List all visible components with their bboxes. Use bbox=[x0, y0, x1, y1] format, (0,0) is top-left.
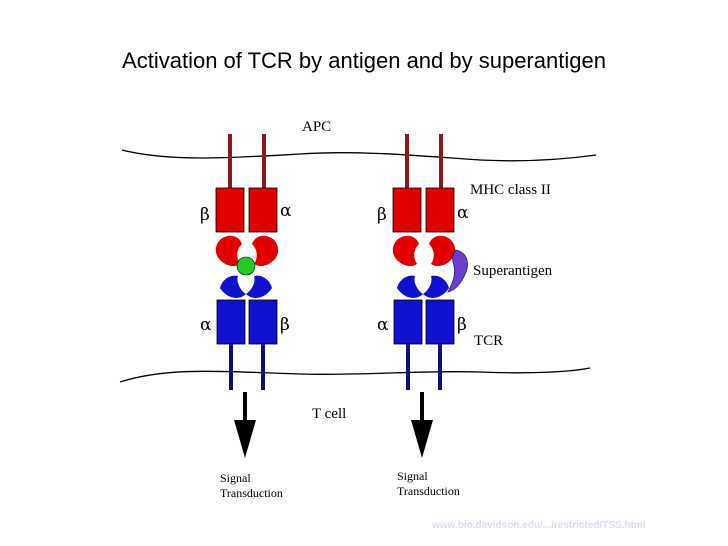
superantigen-label: Superantigen bbox=[473, 263, 553, 279]
antigen bbox=[236, 256, 256, 276]
mhc-beta-lobe bbox=[392, 235, 419, 267]
beta-label-mhc-left: β bbox=[200, 205, 210, 225]
apc-membrane bbox=[121, 149, 597, 162]
tcr-alpha-lobe bbox=[220, 275, 246, 298]
transduction-label-right: Transduction bbox=[397, 484, 460, 498]
mhc-alpha-lobe bbox=[252, 235, 279, 267]
tcr-label: TCR bbox=[474, 333, 503, 349]
right-complex bbox=[392, 134, 468, 458]
tcr-alpha-lobe bbox=[397, 275, 423, 298]
tcr-alpha-stem bbox=[406, 344, 410, 390]
left-complex bbox=[215, 134, 279, 458]
signal-label-right: Signal bbox=[397, 469, 428, 483]
tcell-membrane bbox=[119, 367, 591, 383]
mhc-class-ii-label: MHC class II bbox=[470, 182, 551, 198]
mhc-beta-lobe bbox=[215, 235, 242, 267]
alpha-label-mhc-right: α bbox=[457, 203, 469, 223]
tcr-beta-chain bbox=[425, 299, 455, 345]
alpha-label-tcr-right: α bbox=[377, 315, 389, 335]
apc-label: APC bbox=[302, 119, 331, 135]
signal-label-left: Signal bbox=[220, 471, 251, 485]
beta-label-mhc-right: β bbox=[377, 205, 387, 225]
tcr-alpha-chain bbox=[216, 299, 246, 345]
signal-arrow-head-left bbox=[234, 420, 256, 458]
tcr-alpha-stem bbox=[229, 344, 233, 390]
mhc-alpha-stem bbox=[262, 134, 266, 188]
alpha-label-mhc-left: α bbox=[280, 201, 292, 221]
tcr-beta-stem bbox=[438, 344, 442, 390]
mhc-alpha-chain bbox=[248, 187, 278, 233]
mhc-beta-chain bbox=[215, 187, 245, 233]
slide-title: Activation of TCR by antigen and by supe… bbox=[122, 48, 606, 73]
mhc-beta-stem bbox=[228, 134, 232, 188]
t-cell-label: T cell bbox=[312, 406, 346, 422]
tcr-beta-lobe bbox=[423, 275, 449, 298]
alpha-label-tcr-left: α bbox=[200, 315, 212, 335]
signal-arrow-shaft-left bbox=[243, 392, 247, 422]
superantigen bbox=[447, 249, 468, 293]
mhc-alpha-lobe bbox=[429, 235, 456, 267]
signal-arrow-head-right bbox=[411, 420, 433, 458]
mhc-beta-stem bbox=[405, 134, 409, 188]
signal-arrow-shaft-right bbox=[420, 392, 424, 422]
mhc-alpha-stem bbox=[439, 134, 443, 188]
source-credit: www.bio.davidson.edu/.../restricted/TSS.… bbox=[432, 520, 646, 531]
transduction-label-left: Transduction bbox=[220, 486, 283, 500]
tcr-beta-lobe bbox=[246, 275, 272, 298]
tcr-beta-stem bbox=[261, 344, 265, 390]
tcr-alpha-chain bbox=[393, 299, 423, 345]
tcr-beta-chain bbox=[248, 299, 278, 345]
beta-label-tcr-right: β bbox=[457, 315, 467, 335]
mhc-alpha-chain bbox=[425, 187, 455, 233]
mhc-beta-chain bbox=[392, 187, 422, 233]
beta-label-tcr-left: β bbox=[280, 315, 290, 335]
